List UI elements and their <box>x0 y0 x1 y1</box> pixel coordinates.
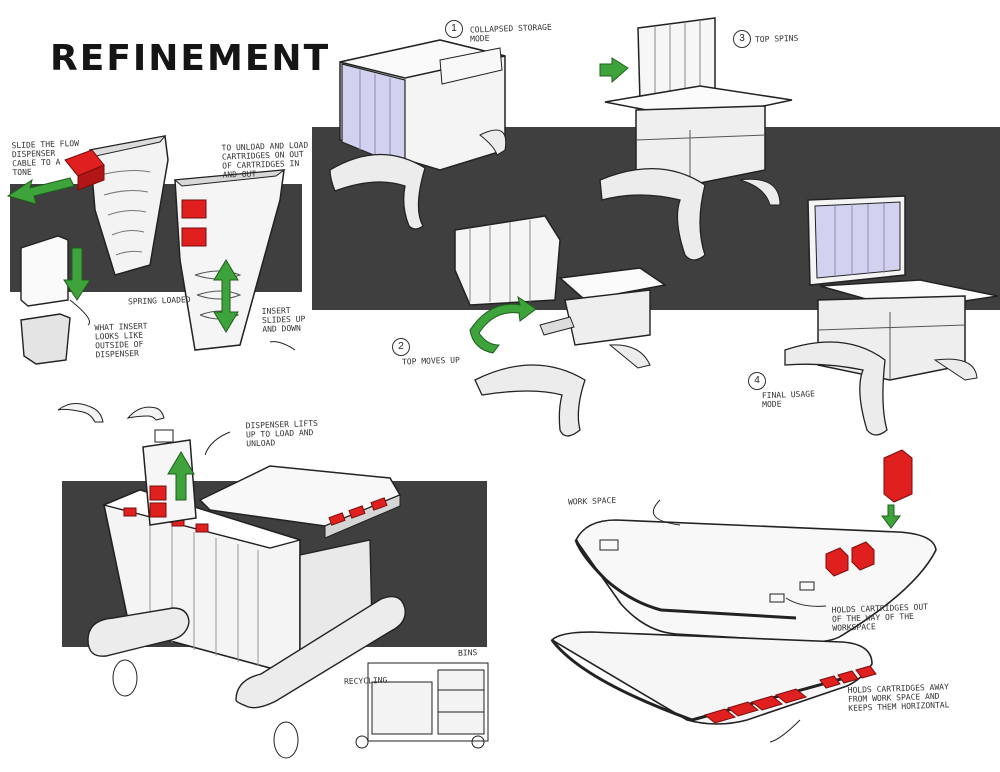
collapsed-mode-sketch <box>329 17 999 437</box>
step-1-number: 1 <box>445 20 463 38</box>
page-title: REFINEMENT <box>50 38 331 79</box>
dispenser-sketch <box>6 135 296 365</box>
note-holds-away: HOLDS CARTRIDGES AWAY FROM WORK SPACE AN… <box>847 682 950 713</box>
cart-sketch <box>57 403 489 759</box>
step-3-number: 3 <box>733 30 751 48</box>
note-holds-out: HOLDS CARTRIDGES OUT OF THE WAY OF THE W… <box>831 602 929 633</box>
step-4-number: 4 <box>748 372 766 390</box>
step-2-number: 2 <box>392 338 410 356</box>
